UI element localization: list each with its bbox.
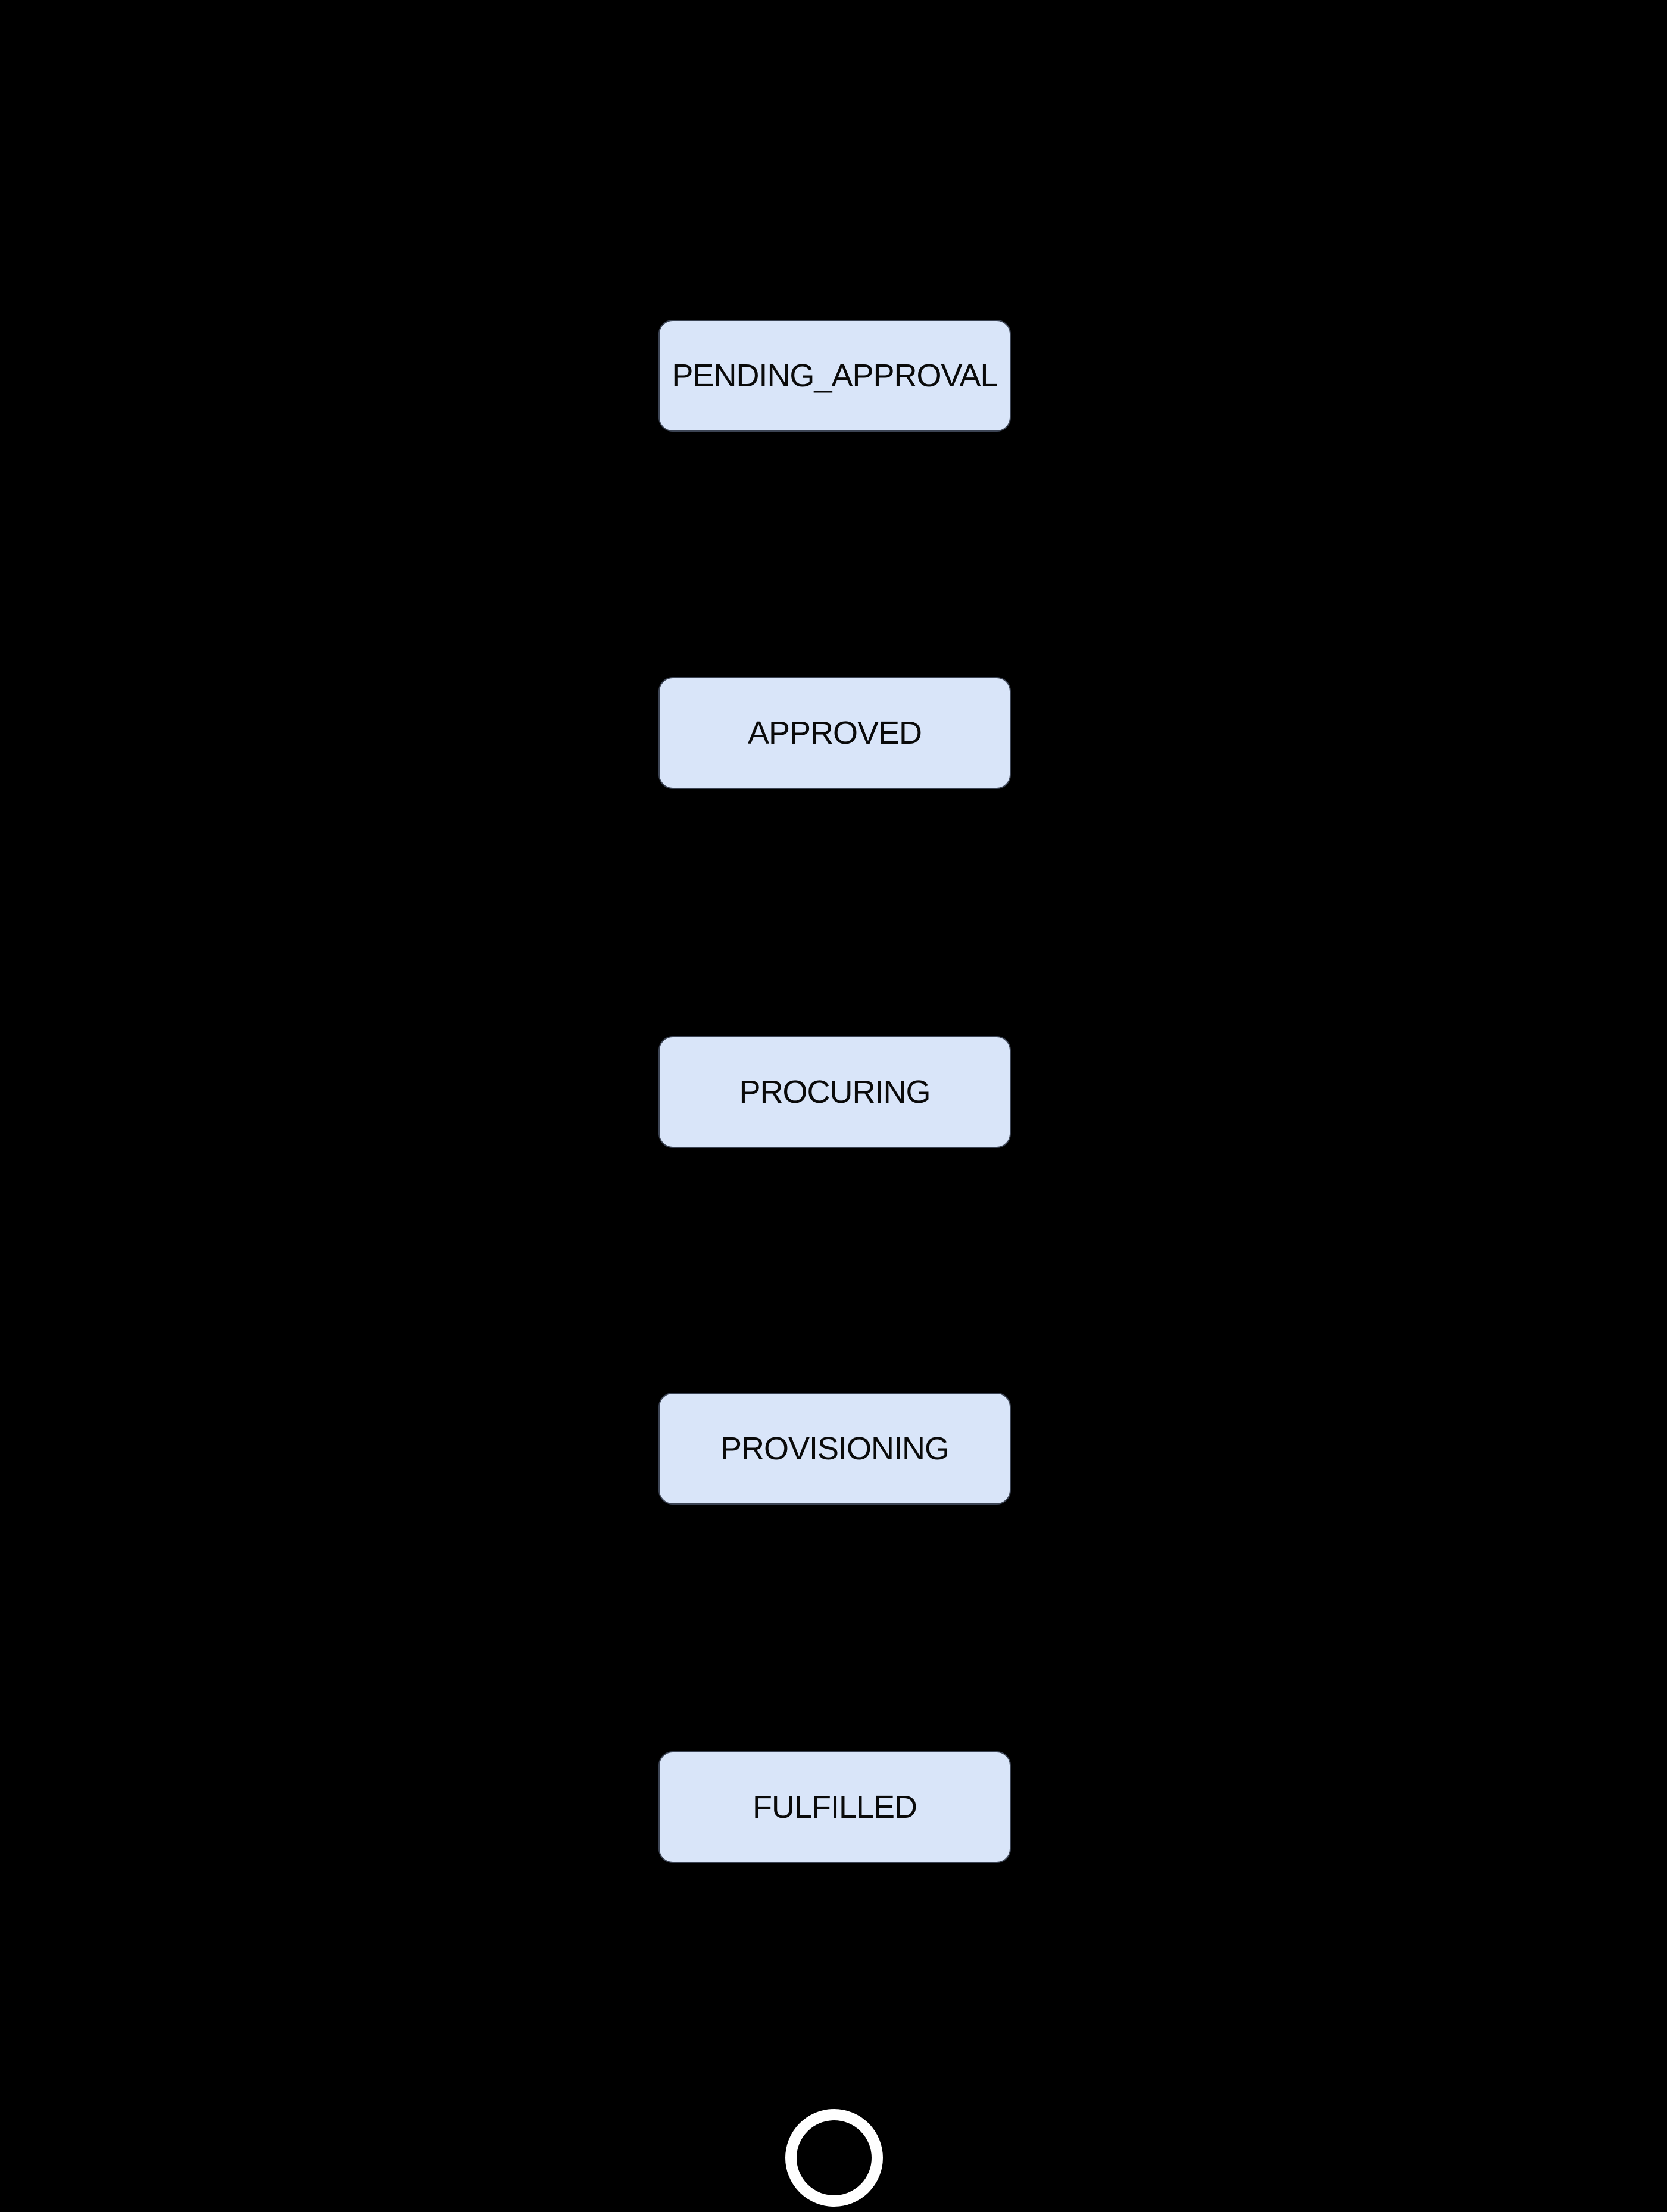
state-node-approved: APPROVED [658, 677, 1011, 789]
state-node-fulfilled: FULFILLED [658, 1751, 1011, 1863]
state-label: PENDING_APPROVAL [672, 358, 998, 394]
state-node-procuring: PROCURING [658, 1036, 1011, 1148]
state-label: PROCURING [739, 1074, 931, 1110]
state-label: PROVISIONING [720, 1431, 950, 1467]
state-label: FULFILLED [752, 1789, 917, 1825]
state-node-provisioning: PROVISIONING [658, 1393, 1011, 1505]
final-state-icon [785, 2109, 883, 2207]
state-label: APPROVED [747, 715, 922, 751]
state-node-pending-approval: PENDING_APPROVAL [658, 320, 1011, 432]
